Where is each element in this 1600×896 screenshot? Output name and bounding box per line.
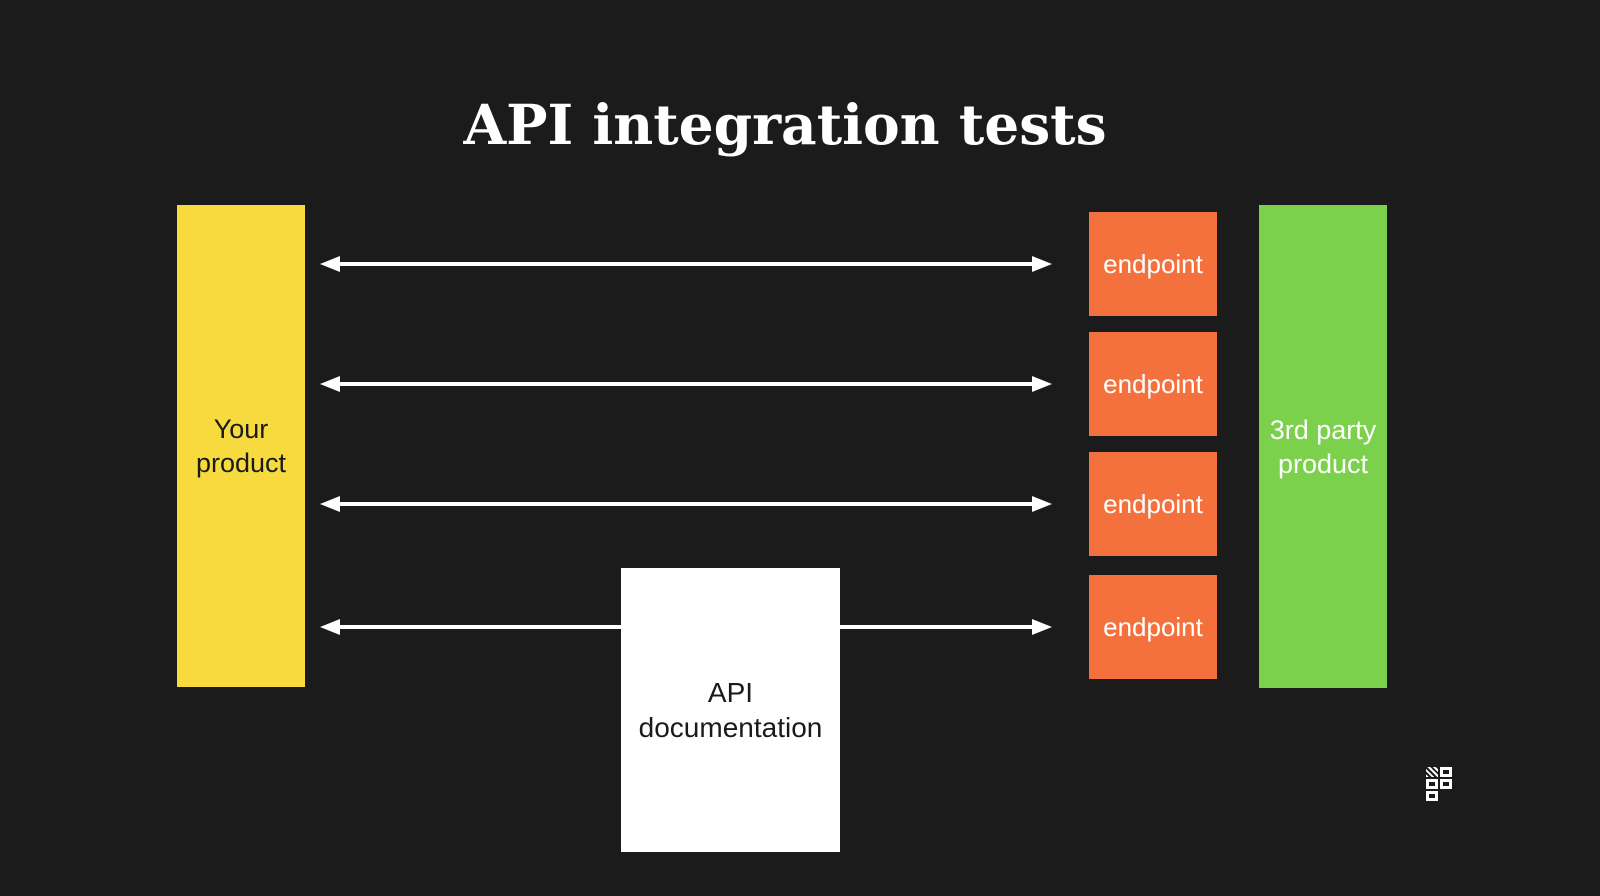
endpoint-box-4: endpoint <box>1089 575 1217 679</box>
arrow-line <box>336 382 1036 386</box>
arrow-connection-1 <box>320 256 1052 272</box>
third-party-product-label: 3rd party product <box>1269 414 1377 479</box>
arrow-left-head-icon <box>320 376 340 392</box>
logo-cell <box>1440 779 1452 789</box>
arrow-connection-2 <box>320 376 1052 392</box>
endpoint-box-1: endpoint <box>1089 212 1217 316</box>
arrow-left-head-icon <box>320 256 340 272</box>
endpoint-label: endpoint <box>1103 611 1203 642</box>
slide-title: API integration tests <box>463 92 1107 157</box>
arrow-right-head-icon <box>1032 619 1052 635</box>
arrow-right-head-icon <box>1032 496 1052 512</box>
endpoint-box-3: endpoint <box>1089 452 1217 556</box>
logo-cell <box>1440 767 1452 777</box>
logo-cell <box>1426 779 1438 789</box>
arrow-connection-3 <box>320 496 1052 512</box>
arrow-line <box>336 502 1036 506</box>
logo-cell-hatched <box>1426 767 1438 777</box>
pixel-grid-logo-icon <box>1426 767 1452 801</box>
api-documentation-box: API documentation <box>621 568 840 852</box>
arrow-right-head-icon <box>1032 376 1052 392</box>
arrow-left-head-icon <box>320 496 340 512</box>
endpoint-box-2: endpoint <box>1089 332 1217 436</box>
api-documentation-label: API documentation <box>638 677 823 743</box>
endpoint-label: endpoint <box>1103 368 1203 399</box>
your-product-box: Your product <box>177 205 305 687</box>
your-product-label: Your product <box>195 414 287 478</box>
logo-cell <box>1426 791 1438 801</box>
arrow-right-head-icon <box>1032 256 1052 272</box>
endpoint-label: endpoint <box>1103 488 1203 519</box>
arrow-line <box>336 262 1036 266</box>
third-party-product-box: 3rd party product <box>1259 205 1387 688</box>
endpoint-label: endpoint <box>1103 248 1203 279</box>
arrow-left-head-icon <box>320 619 340 635</box>
